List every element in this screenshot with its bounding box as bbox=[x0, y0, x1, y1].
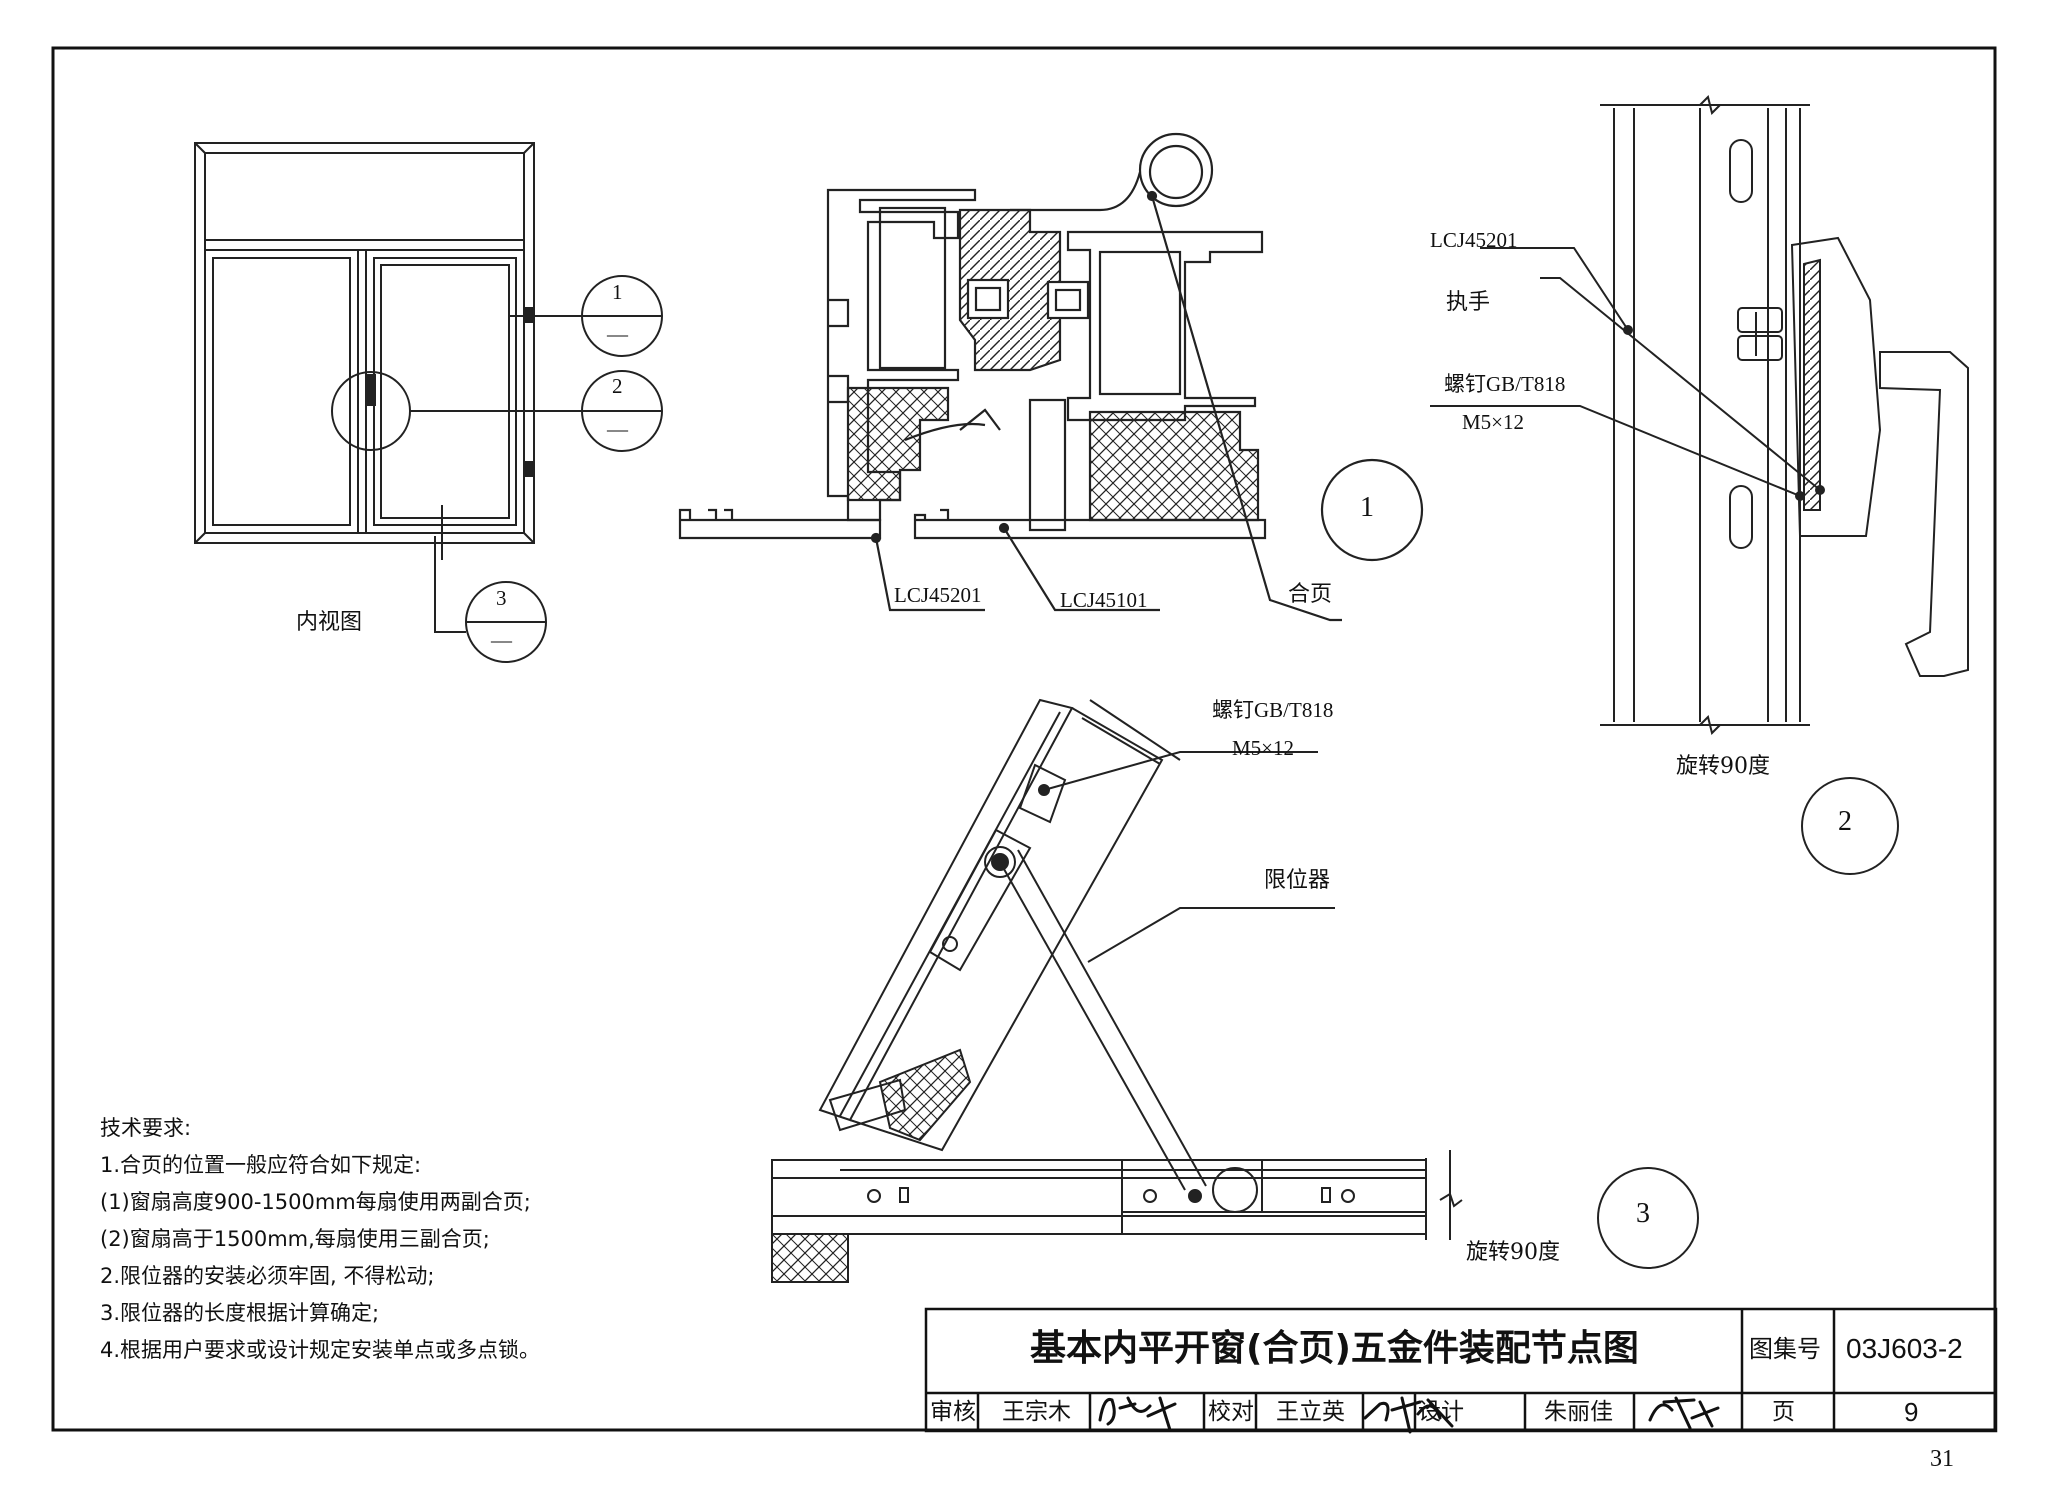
page-number: 9 bbox=[1904, 1397, 1919, 1427]
detail-3-rotate-note: 旋转90度 bbox=[1466, 1240, 1560, 1265]
detail-3-limiter-label: 限位器 bbox=[1264, 868, 1331, 893]
note-item: (2)窗扇高于1500mm,每扇使用三副合页; bbox=[100, 1227, 490, 1251]
ref-1-sub: — bbox=[607, 322, 628, 346]
checker-name: 王立英 bbox=[1276, 1399, 1345, 1425]
reviewer-name: 王宗木 bbox=[1002, 1399, 1071, 1425]
ref-3-number: 3 bbox=[496, 586, 507, 610]
inner-view-caption: 内视图 bbox=[296, 610, 363, 635]
check-label: 校对 bbox=[1208, 1399, 1254, 1425]
ref-1-number: 1 bbox=[612, 280, 623, 304]
note-item: 4.根据用户要求或设计规定安装单点或多点锁。 bbox=[100, 1338, 541, 1362]
ref-3-sub: — bbox=[491, 628, 512, 652]
detail-2-screw-label: 螺钉GB/T818 bbox=[1444, 372, 1566, 396]
notes-heading: 技术要求: bbox=[100, 1116, 192, 1140]
review-label: 审核 bbox=[930, 1399, 976, 1425]
sheet-page-number: 31 bbox=[1930, 1446, 1954, 1472]
signatures bbox=[1098, 1396, 1720, 1434]
detail-2-handle bbox=[1430, 95, 1969, 875]
note-item: 3.限位器的长度根据计算确定; bbox=[100, 1301, 380, 1325]
atlas-number: 03J603-2 bbox=[1846, 1333, 1963, 1364]
detail-1-hinge-label: 合页 bbox=[1288, 582, 1333, 607]
ref-2-number: 2 bbox=[612, 374, 623, 398]
detail-3-number: 3 bbox=[1636, 1198, 1650, 1229]
design-label: 设计 bbox=[1418, 1399, 1464, 1425]
detail-2-rotate-note: 旋转90度 bbox=[1676, 754, 1770, 779]
designer-name: 朱丽佳 bbox=[1544, 1399, 1613, 1425]
note-item: (1)窗扇高度900-1500mm每扇使用两副合页; bbox=[100, 1190, 531, 1214]
detail-3-limiter bbox=[771, 698, 1699, 1283]
note-item: 1.合页的位置一般应符合如下规定: bbox=[100, 1153, 422, 1177]
inner-elevation bbox=[194, 142, 663, 663]
detail-3-screw-label: 螺钉GB/T818 bbox=[1212, 698, 1334, 722]
ref-2-sub: — bbox=[607, 417, 628, 441]
detail-1-section bbox=[678, 132, 1424, 622]
technical-notes: 技术要求: 1.合页的位置一般应符合如下规定: (1)窗扇高度900-1500m… bbox=[100, 1110, 540, 1369]
page-label: 页 bbox=[1772, 1399, 1795, 1425]
atlas-label: 图集号 bbox=[1749, 1335, 1821, 1363]
detail-2-handle-label: 执手 bbox=[1446, 290, 1491, 315]
detail-2-screw-size: M5×12 bbox=[1462, 410, 1525, 434]
detail-2-profile-label: LCJ45201 bbox=[1430, 228, 1518, 252]
detail-3-screw-size: M5×12 bbox=[1232, 736, 1295, 760]
title-block-grid bbox=[924, 1307, 1998, 1433]
detail-1-number: 1 bbox=[1360, 492, 1374, 523]
detail-1-profile-b-label: LCJ45101 bbox=[1060, 588, 1148, 612]
detail-2-number: 2 bbox=[1838, 806, 1852, 837]
detail-1-profile-a-label: LCJ45201 bbox=[894, 583, 982, 607]
title-block: 基本内平开窗(合页)五金件装配节点图 图集号 03J603-2 审核 王宗木 校… bbox=[926, 1309, 1996, 1431]
note-item: 2.限位器的安装必须牢固, 不得松动; bbox=[100, 1264, 435, 1288]
drawing-title: 基本内平开窗(合页)五金件装配节点图 bbox=[1030, 1328, 1639, 1369]
